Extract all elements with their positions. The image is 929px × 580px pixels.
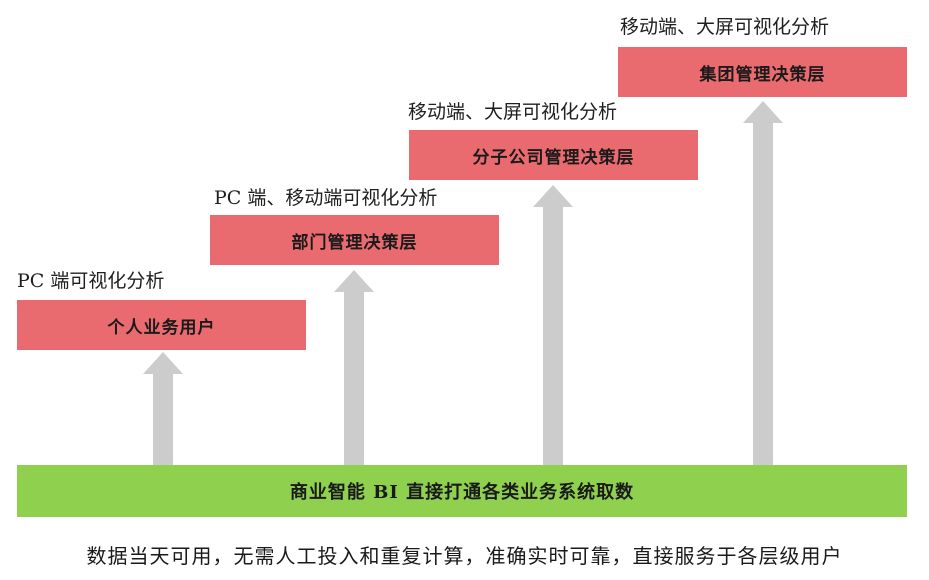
bi-base-bar: 商业智能 BI 直接打通各类业务系统取数 — [17, 465, 907, 517]
tier-1-caption: PC 端可视化分析 — [17, 270, 165, 292]
footer-caption: 数据当天可用，无需人工投入和重复计算，准确实时可靠，直接服务于各层级用户 — [86, 544, 843, 568]
tier-3-caption: 移动端、大屏可视化分析 — [408, 101, 618, 123]
up-arrow-1 — [143, 352, 183, 466]
up-arrow-3 — [533, 185, 573, 466]
tier-2-box: 部门管理决策层 — [210, 215, 499, 265]
tier-4-box: 集团管理决策层 — [618, 47, 907, 97]
up-arrow-4 — [743, 101, 783, 466]
tier-3-box: 分子公司管理决策层 — [409, 130, 698, 180]
tier-2-caption: PC 端、移动端可视化分析 — [214, 187, 438, 209]
up-arrow-2 — [334, 270, 374, 466]
tier-4-caption: 移动端、大屏可视化分析 — [620, 16, 830, 38]
tier-1-box: 个人业务用户 — [17, 300, 306, 350]
